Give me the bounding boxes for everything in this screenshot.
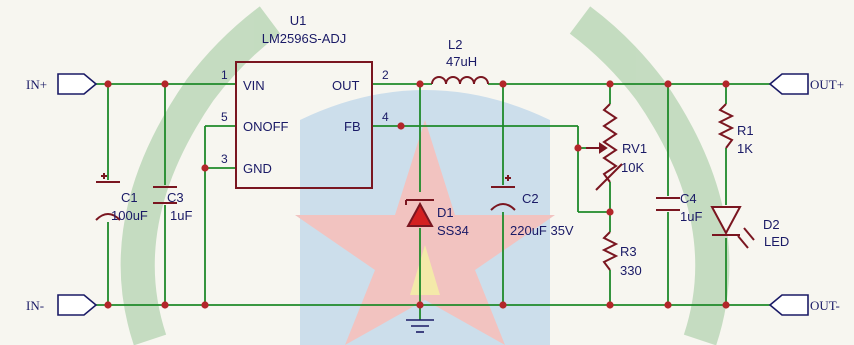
capacitor-c3-icon[interactable] [153,186,177,204]
capacitor-c4-icon[interactable] [656,197,680,211]
port-in-plus-label: IN+ [26,77,47,92]
d1-value: SS34 [437,223,469,238]
r1-value: 1K [737,141,753,156]
l2-ref: L2 [448,37,462,52]
port-out-minus-icon[interactable] [768,294,809,316]
c4-value: 1uF [680,209,702,224]
pin-name: VIN [243,78,265,93]
port-out-plus-label: OUT+ [810,77,844,92]
ic-u1[interactable]: U1 LM2596S-ADJ 1 VIN 5 ONOFF 3 GND 2 OUT… [221,13,389,189]
c1-ref: C1 [121,190,138,205]
inner-star [410,245,440,295]
c3-ref: C3 [167,190,184,205]
ic-part: LM2596S-ADJ [262,31,347,46]
pin-number: 5 [221,110,228,124]
ground-icon [406,319,434,333]
c2-ref: C2 [522,191,539,206]
junction-nodes [104,80,730,309]
component-symbols [95,76,755,271]
pin-name: ONOFF [243,119,289,134]
pin-name: FB [344,119,361,134]
c2-value: 220uF 35V [510,223,574,238]
pin-name: GND [243,161,272,176]
wires [96,83,770,320]
r1-ref: R1 [737,123,754,138]
star-shape [295,120,555,345]
c4-ref: C4 [680,191,697,206]
wreath-left [120,6,281,345]
port-in-minus-label: IN- [26,298,44,313]
r3-value: 330 [620,263,642,278]
pin-number: 1 [221,68,228,82]
r3-ref: R3 [620,244,637,259]
capacitor-c2-icon[interactable] [490,175,516,211]
port-out-minus-label: OUT- [810,298,840,313]
ic-body [235,61,373,189]
port-out-plus-icon[interactable] [768,73,809,95]
resistor-r1-icon[interactable] [717,103,735,149]
rv1-ref: RV1 [622,141,647,156]
pin-number: 2 [382,68,389,82]
diode-d1-icon[interactable] [405,199,434,227]
d1-ref: D1 [437,205,454,220]
led-d2-icon[interactable] [710,206,755,249]
pin-number: 4 [382,110,389,124]
capacitor-c1-icon[interactable] [95,173,121,221]
pin-name: OUT [332,78,360,93]
inductor-l2-icon[interactable] [431,76,489,85]
d2-value: LED [764,234,789,249]
port-in-plus-icon[interactable] [57,73,98,95]
d2-ref: D2 [763,217,780,232]
wreath-right [569,6,730,345]
potentiometer-rv1-icon[interactable] [586,103,623,191]
resistor-r3-icon[interactable] [601,231,619,271]
c1-value: 100uF [111,208,148,223]
rv1-value: 10K [621,160,644,175]
ports [57,73,809,316]
port-in-minus-icon[interactable] [57,294,98,316]
c3-value: 1uF [170,208,192,223]
pin-number: 3 [221,152,228,166]
ic-ref: U1 [290,13,307,28]
l2-value: 47uH [446,54,477,69]
